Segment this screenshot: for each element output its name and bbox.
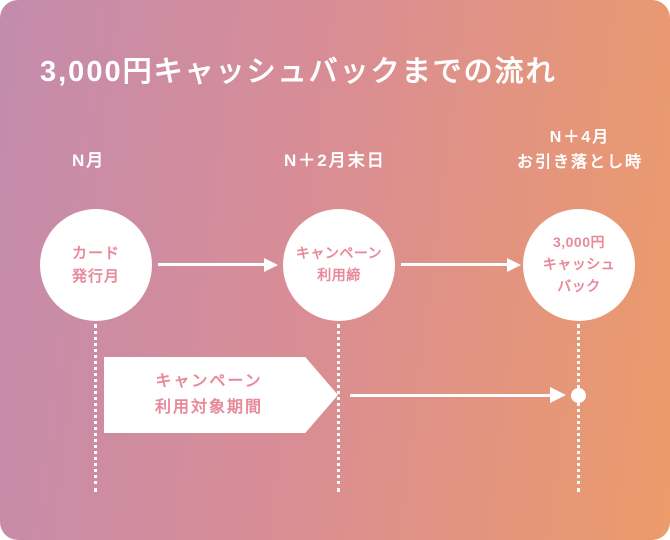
step-circle-label-line: 3,000円 [552,234,606,251]
arrow-period-to-cashback-head-icon [550,387,566,403]
step-circle-label-line: 発行月 [71,268,120,285]
time-label-issue-month: N月 [72,148,105,174]
period-endpoint-dot [571,388,586,403]
dotted-line-step2 [337,324,340,492]
step-circle-card-issue: カード 発行月 [40,209,152,321]
campaign-period-banner-line: キャンペーン [155,373,263,391]
campaign-period-banner-line: 利用対象期間 [154,399,263,416]
step-circle-label-line: キャンペーン [295,245,383,262]
dotted-line-step1 [94,324,97,492]
arrow-step2-to-step3-head-icon [507,258,521,272]
time-label-n-plus-4: N＋4月 お引き落とし時 [500,126,660,176]
step-circle-campaign-deadline: キャンペーン 利用締 [283,209,395,321]
arrow-period-to-cashback [350,394,552,397]
campaign-period-banner: キャンペーン 利用対象期間 [104,357,338,433]
time-label-line: N＋2月末日 [284,151,386,170]
step-circle-cashback: 3,000円 キャッシュ バック [523,209,635,321]
arrow-step2-to-step3 [401,263,507,266]
time-label-n-plus-2: N＋2月末日 [284,148,386,174]
dotted-line-step3 [577,324,580,492]
time-label-line: N＋4月 [549,129,611,146]
step-circle-label-line: カード [71,244,120,262]
time-label-line: N月 [72,151,106,170]
page-title: 3,000円キャッシュバックまでの流れ [40,56,557,88]
step-circle-label-line: 利用締 [317,267,361,283]
time-label-line: お引き落とし時 [516,153,643,171]
arrow-step1-to-step2 [158,263,264,266]
step-circle-label-line: キャッシュ [542,256,616,273]
step-circle-label-line: バック [557,277,601,294]
arrow-step1-to-step2-head-icon [264,258,278,272]
